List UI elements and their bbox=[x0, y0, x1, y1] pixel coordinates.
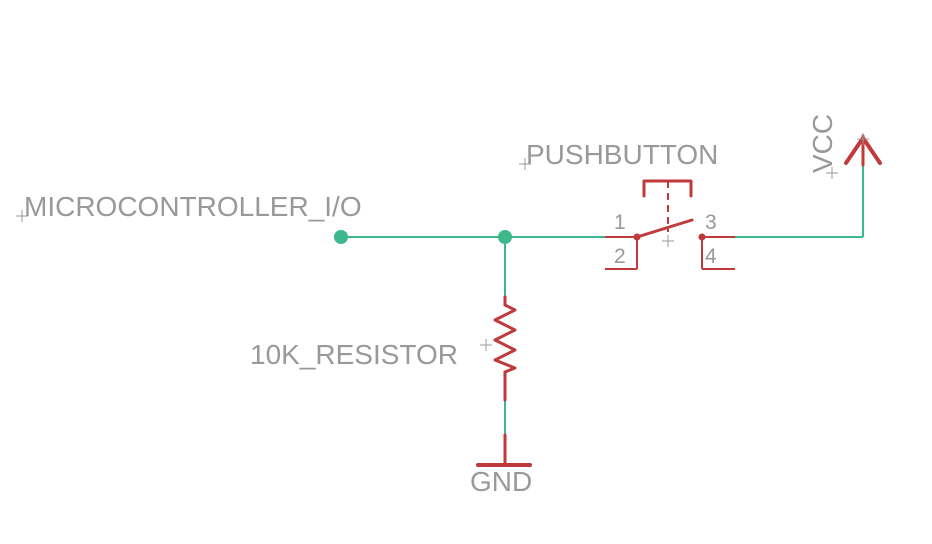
pin-label-3: 3 bbox=[705, 211, 717, 234]
resistor-label-group: 10K_RESISTOR bbox=[250, 339, 492, 370]
pin-label-4: 4 bbox=[705, 245, 717, 268]
resistor-label: 10K_RESISTOR bbox=[250, 339, 458, 370]
net-endpoint-dot bbox=[334, 230, 348, 244]
junction-dot bbox=[498, 230, 512, 244]
pin-label-1: 1 bbox=[614, 211, 626, 234]
switch-label: PUSHBUTTON bbox=[526, 139, 718, 170]
pin-label-2: 2 bbox=[614, 245, 626, 268]
ground-label: GND bbox=[470, 466, 532, 497]
vcc-label-group: VCC bbox=[807, 114, 838, 179]
vcc-label: VCC bbox=[807, 114, 838, 173]
resistor-symbol bbox=[493, 295, 517, 402]
ground-symbol bbox=[476, 433, 532, 467]
net-label: MICROCONTROLLER_I/O bbox=[24, 191, 362, 222]
wires bbox=[341, 165, 864, 435]
pushbutton-symbol bbox=[605, 179, 735, 270]
switch-label-group: PUSHBUTTON bbox=[519, 139, 718, 170]
vcc-symbol bbox=[844, 133, 882, 167]
net-label-group: MICROCONTROLLER_I/O bbox=[16, 191, 362, 222]
